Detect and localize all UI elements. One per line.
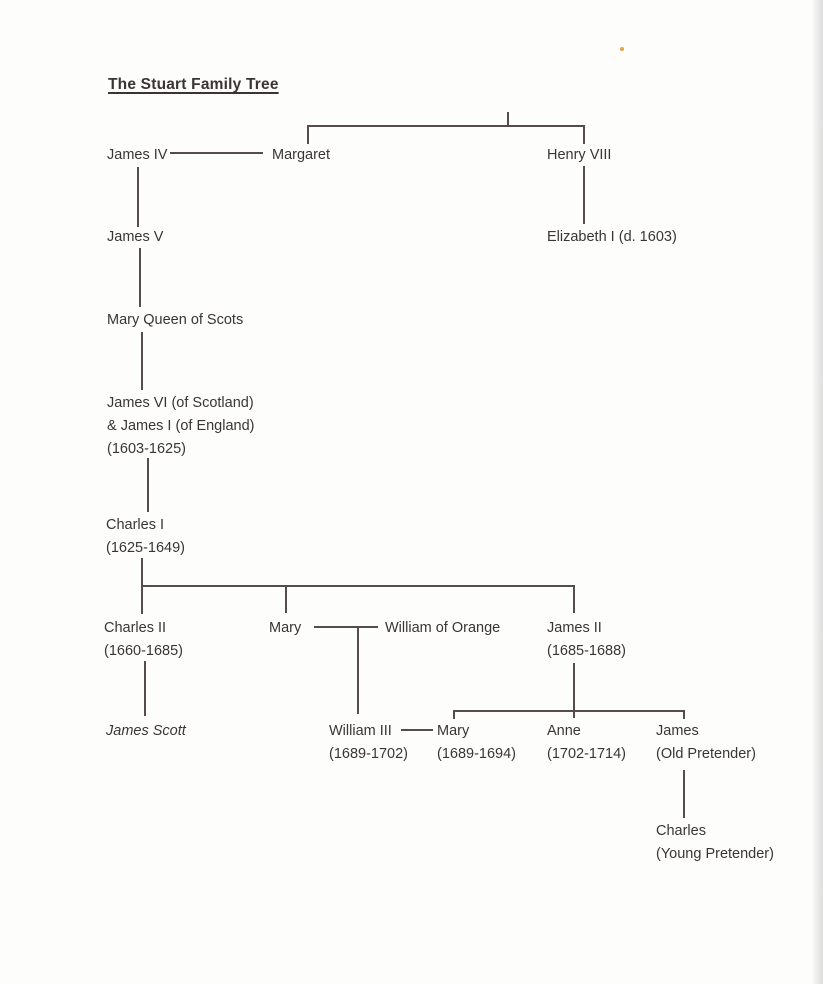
connector-drop-james-ii (573, 585, 575, 613)
node-charles-young-pretender: Charles (Young Pretender) (656, 820, 774, 866)
connector-top-horizontal (307, 125, 585, 127)
connector-james-v-to-mary-qos (139, 248, 141, 307)
sibling-bar-charles-i-children (141, 585, 575, 587)
person-epithet: (Young Pretender) (656, 846, 774, 862)
sibling-bar-james-ii-children (453, 710, 685, 712)
connector-drop-james-old-pretender (683, 710, 685, 719)
node-margaret: Margaret (272, 147, 331, 163)
connector-drop-henry-viii (583, 125, 585, 144)
node-james-vi: James VI (of Scotland) & James I (of Eng… (107, 392, 255, 461)
person-name: Mary (437, 723, 470, 739)
person-dates: (1689-1702) (329, 746, 408, 762)
connector-top-stub (507, 112, 509, 127)
node-anne: Anne (1702-1714) (547, 720, 626, 766)
scan-edge-shadow (811, 0, 823, 984)
person-epithet: (Old Pretender) (656, 746, 756, 762)
node-charles-ii: Charles II (1660-1685) (104, 617, 183, 663)
connector-drop-mary-ii (453, 710, 455, 719)
node-charles-i: Charles I (1625-1649) (106, 514, 185, 560)
person-dates: (1603-1625) (107, 441, 186, 457)
connector-orange-to-william-iii (357, 626, 359, 714)
person-name-line1: James VI (of Scotland) (107, 395, 254, 411)
person-name: James (656, 723, 699, 739)
person-name: Charles II (104, 620, 167, 636)
connector-drop-margaret (307, 125, 309, 144)
person-name: William III (329, 723, 392, 739)
node-william-of-orange: William of Orange (385, 620, 501, 636)
person-name: Anne (547, 723, 581, 739)
connector-james-vi-to-charles-i (147, 458, 149, 512)
node-james-scott: James Scott (106, 723, 186, 739)
node-james-iv: James IV (107, 147, 168, 163)
node-james-old-pretender: James (Old Pretender) (656, 720, 756, 766)
person-name: James II (547, 620, 602, 636)
person-dates: (1689-1694) (437, 746, 516, 762)
node-mary-wife-of-orange: Mary (269, 620, 302, 636)
person-dates: (1685-1688) (547, 643, 626, 659)
node-mary-ii: Mary (1689-1694) (437, 720, 516, 766)
person-dates: (1660-1685) (104, 643, 183, 659)
node-james-ii: James II (1685-1688) (547, 617, 626, 663)
connector-drop-mary-orange (285, 585, 287, 613)
connector-charles-ii-to-james-scott (144, 661, 146, 716)
person-dates: (1625-1649) (106, 540, 185, 556)
person-name: Charles (656, 823, 706, 839)
connector-mary-qos-to-james-vi (141, 332, 143, 390)
person-dates: (1702-1714) (547, 746, 626, 762)
node-james-v: James V (107, 229, 164, 245)
node-elizabeth-i: Elizabeth I (d. 1603) (547, 229, 677, 245)
node-mary-queen-of-scots: Mary Queen of Scots (107, 312, 244, 328)
person-name: Charles I (106, 517, 165, 533)
connector-henry-viii-to-elizabeth-i (583, 166, 585, 224)
node-william-iii: William III (1689-1702) (329, 720, 408, 766)
person-name-line2: & James I (of England) (107, 418, 255, 434)
connector-old-pretender-to-young-pretender (683, 770, 685, 818)
page-title: The Stuart Family Tree (108, 76, 279, 93)
scan-speck (620, 47, 624, 51)
marriage-line-james-iv-margaret (170, 152, 263, 154)
node-henry-viii: Henry VIII (547, 147, 612, 163)
connector-james-ii-to-children (573, 663, 575, 718)
marriage-line-william-iii-mary-ii (401, 729, 433, 731)
connector-james-iv-to-james-v (137, 167, 139, 227)
marriage-line-mary-william-of-orange (314, 626, 378, 628)
